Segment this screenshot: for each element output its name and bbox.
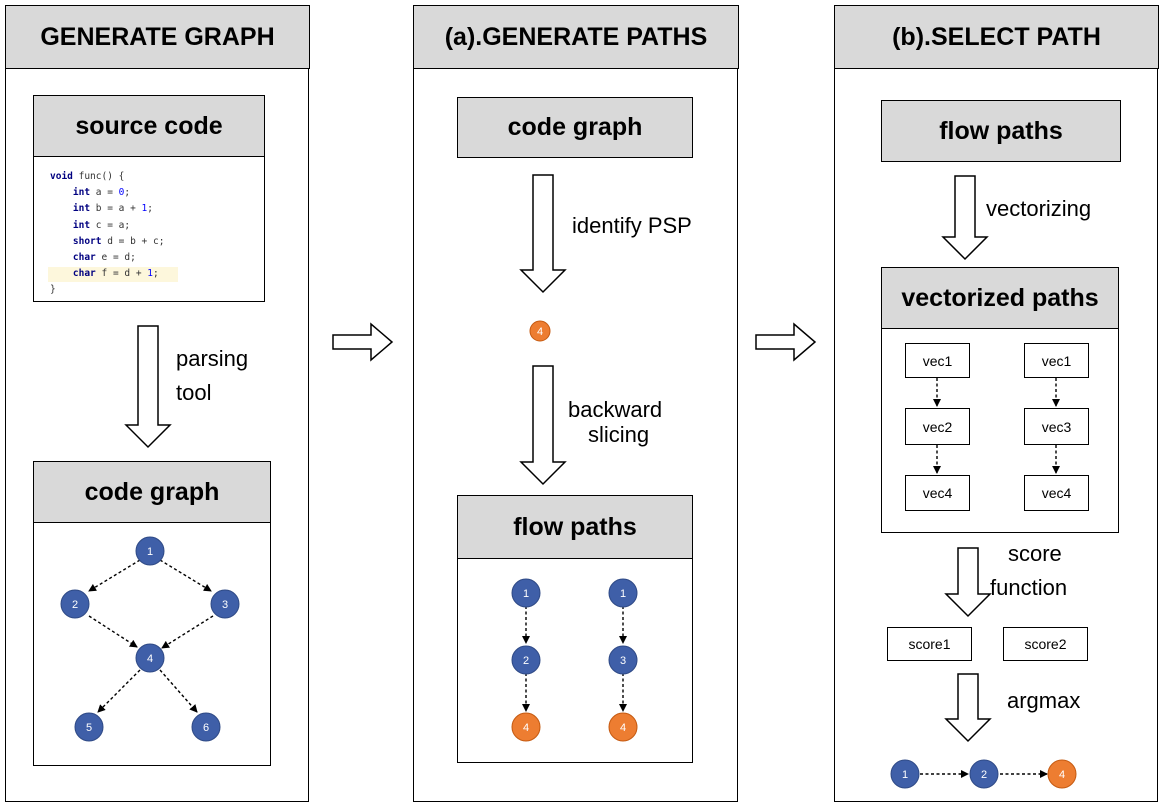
flow-a-node-2-label: 2: [523, 655, 529, 667]
down-arrow-backward-slicing: [519, 365, 567, 486]
code-keyword: int: [72, 187, 91, 199]
code-line: short d = b + c;: [72, 235, 165, 247]
edge-1-2: [88, 559, 141, 592]
identify-psp-label: identify PSP: [572, 213, 692, 238]
middle-code-graph-title: code graph: [457, 97, 693, 158]
vectorizing-label: vectorizing: [986, 196, 1092, 221]
graph-node-4: 4: [135, 643, 165, 673]
code-line: char f = d + 1;: [72, 268, 159, 280]
panel-generate-paths-title: (a).GENERATE PATHS: [413, 5, 739, 69]
graph-node-5: 5: [74, 712, 104, 742]
panel-generate-graph-title: GENERATE GRAPH: [5, 5, 310, 69]
code-line: int a = 0;: [72, 187, 131, 199]
flow-a-node-4: 4: [511, 712, 541, 742]
right-arrow-1: [332, 322, 394, 362]
psp-node-label: 4: [537, 326, 543, 338]
final-node-2: 2: [969, 759, 999, 789]
down-arrow-score-function: [944, 547, 992, 618]
source-code-text: void func() { int a = 0; int b = a + 1; …: [50, 169, 164, 299]
flow-b-node-1: 1: [608, 578, 638, 608]
final-node-4-label: 4: [1059, 769, 1065, 781]
down-arrow-vectorizing: [941, 175, 989, 261]
code-keyword: char: [72, 252, 96, 264]
score1-box: score1: [887, 627, 972, 661]
function-label: function: [990, 575, 1068, 600]
graph-node-6-label: 6: [203, 722, 209, 734]
edge-3-4: [161, 615, 214, 649]
parsing-label-2: tool: [176, 380, 212, 405]
final-node-1: 1: [890, 759, 920, 789]
code-keyword: short: [72, 235, 102, 247]
psp-node: 4: [529, 320, 551, 342]
score2-box: score2: [1003, 627, 1088, 661]
flow-a-node-4-label: 4: [523, 722, 529, 734]
flow-b-node-3-label: 3: [620, 655, 626, 667]
flow-a-node-1-label: 1: [523, 588, 529, 600]
middle-flow-paths-box: [457, 558, 693, 763]
graph-node-1: 1: [135, 536, 165, 566]
flow-b-node-1-label: 1: [620, 588, 626, 600]
vec-b-3: vec4: [1024, 475, 1089, 511]
panel-select-path-title: (b).SELECT PATH: [834, 5, 1159, 69]
flow-a-node-2: 2: [511, 645, 541, 675]
edge-4-6: [159, 669, 198, 713]
code-number: 1: [141, 203, 148, 215]
vec-b-1: vec1: [1024, 343, 1089, 378]
parsing-label-1: parsing: [176, 346, 249, 371]
code-line: char e = d;: [72, 252, 136, 264]
edge-1-3: [159, 559, 212, 592]
left-code-graph-title: code graph: [33, 461, 271, 523]
graph-node-6: 6: [191, 712, 221, 742]
down-arrow-identify-psp: [519, 174, 567, 294]
code-highlight-line: [48, 267, 178, 282]
vec-a-1: vec1: [905, 343, 970, 378]
flow-b-node-4-label: 4: [620, 722, 626, 734]
graph-node-4-label: 4: [147, 653, 153, 665]
slicing-label: slicing: [588, 422, 650, 447]
code-keyword: void: [50, 171, 73, 182]
down-arrow-parsing: [124, 325, 172, 449]
code-number: 0: [118, 187, 125, 199]
final-node-4: 4: [1047, 759, 1077, 789]
graph-node-1-label: 1: [147, 546, 153, 558]
graph-node-3: 3: [210, 589, 240, 619]
backward-label: backward: [568, 397, 663, 422]
code-line: void func() {: [50, 171, 125, 182]
down-arrow-argmax: [944, 673, 992, 743]
code-keyword: char: [72, 268, 96, 280]
graph-node-2-label: 2: [72, 599, 78, 611]
right-flow-paths-title: flow paths: [881, 100, 1121, 162]
vec-b-2: vec3: [1024, 408, 1089, 445]
final-node-1-label: 1: [902, 769, 908, 781]
vectorized-paths-title: vectorized paths: [881, 267, 1119, 329]
code-line: }: [50, 284, 56, 296]
right-arrow-2: [755, 322, 817, 362]
code-keyword: int: [72, 219, 91, 231]
vec-a-3: vec4: [905, 475, 970, 511]
edge-2-4: [88, 615, 138, 648]
middle-flow-paths-title: flow paths: [457, 495, 693, 559]
code-keyword: int: [72, 203, 91, 215]
code-line: int c = a;: [72, 219, 131, 231]
edge-4-5: [97, 669, 141, 713]
flow-b-node-4: 4: [608, 712, 638, 742]
vec-a-2: vec2: [905, 408, 970, 445]
flow-b-node-3: 3: [608, 645, 638, 675]
code-number: 1: [147, 268, 153, 280]
code-line: int b = a + 1;: [72, 203, 154, 215]
score-label: score: [1008, 541, 1062, 566]
flow-a-node-1: 1: [511, 578, 541, 608]
graph-node-5-label: 5: [86, 722, 92, 734]
final-node-2-label: 2: [981, 769, 987, 781]
graph-node-2: 2: [60, 589, 90, 619]
argmax-label: argmax: [1007, 688, 1081, 713]
source-code-box: void func() { int a = 0; int b = a + 1; …: [33, 156, 265, 302]
graph-node-3-label: 3: [222, 599, 228, 611]
